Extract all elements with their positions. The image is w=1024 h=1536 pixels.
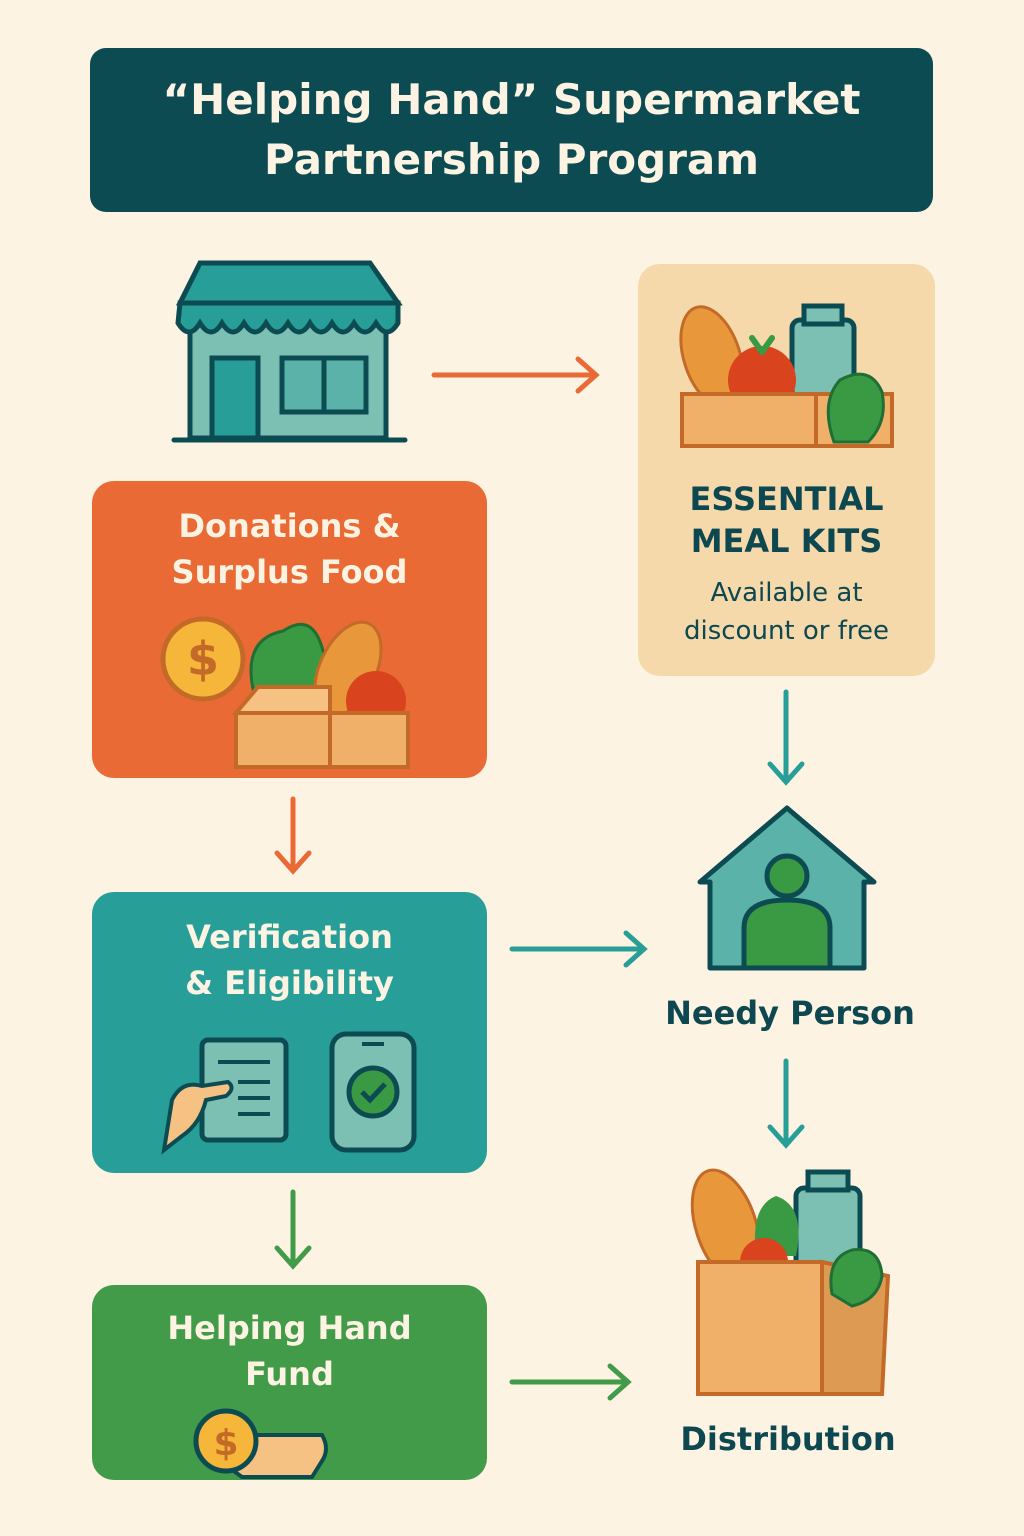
verification-card: Verification & Eligibility [92,892,487,1173]
arrow-down-icon [274,796,312,875]
arrow-right-icon [509,1363,632,1401]
donations-title-2: Surplus Food [171,553,408,591]
arrow-right-icon [431,356,600,394]
title-line-1: “Helping Hand” Supermarket [162,75,861,124]
meal-kits-subtitle-1: Available at [710,578,863,608]
arrow-down-icon [767,1058,805,1149]
distribution-label: Distribution [680,1420,896,1458]
meal-kit-basket-icon [679,303,894,448]
verification-title-1: Verification [186,918,393,956]
donations-card: Donations & Surplus Food $ [92,481,487,778]
meal-kits-card: ESSENTIAL MEAL KITS Available at discoun… [638,264,935,676]
svg-text:$: $ [187,632,219,686]
donations-title-1: Donations & [178,507,401,545]
document-hand-icon [161,1037,289,1155]
needy-person-label: Needy Person [665,994,915,1032]
fund-title-1: Helping Hand [167,1309,412,1347]
supermarket-icon [171,260,408,443]
phone-check-icon [329,1031,417,1153]
grocery-bag-icon [690,1168,891,1396]
needy-person-house-icon [697,805,877,971]
verification-title-2: & Eligibility [185,964,394,1002]
fund-card: Helping Hand Fund $ [92,1285,487,1480]
meal-kits-title-2: MEAL KITS [690,522,883,560]
coin-hand-icon: $ [193,1408,328,1479]
arrow-right-icon [509,930,648,968]
arrow-down-icon [274,1189,312,1270]
svg-text:$: $ [213,1423,238,1464]
page-title: “Helping Hand” Supermarket Partnership P… [90,48,933,212]
meal-kits-subtitle-2: discount or free [683,616,890,646]
title-line-2: Partnership Program [263,135,760,184]
meal-kits-title-1: ESSENTIAL [689,480,884,518]
arrow-down-icon [767,689,805,786]
fund-title-2: Fund [245,1355,334,1393]
donation-box-icon: $ [160,616,410,769]
